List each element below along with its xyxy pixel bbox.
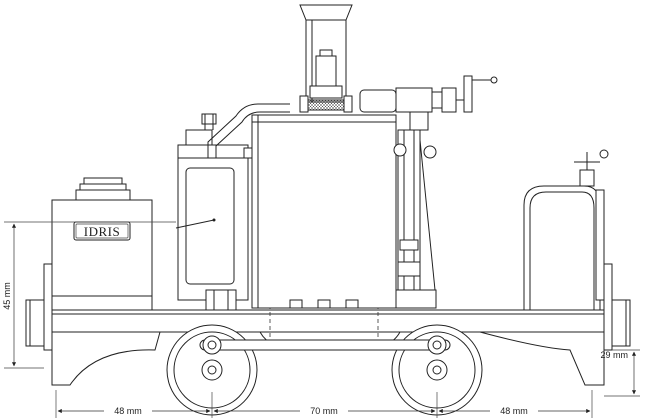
nameplate: IDRIS bbox=[73, 221, 131, 241]
dimension-rear-overhang: 48 mm bbox=[438, 405, 591, 417]
dimension-buffer-height: 29 mm bbox=[600, 350, 637, 395]
dimension-front-overhang: 48 mm bbox=[57, 405, 211, 417]
steam-pipe bbox=[207, 103, 290, 158]
coupling-rod bbox=[199, 335, 451, 355]
dimension-wheelbase: 70 mm bbox=[213, 405, 436, 417]
dimension-label-buffer-height: 29 mm bbox=[600, 350, 628, 360]
rear-handrail bbox=[523, 149, 609, 310]
dimension-label-front-overhang: 48 mm bbox=[114, 406, 142, 416]
cab-block bbox=[251, 114, 397, 309]
reference-lines bbox=[4, 218, 640, 418]
front-bonnet bbox=[51, 177, 153, 311]
dimension-body-height: 45 mm bbox=[2, 223, 17, 367]
nameplate-text: IDRIS bbox=[84, 224, 120, 239]
steam-dome bbox=[299, 49, 353, 113]
dimension-label-body-height: 45 mm bbox=[2, 282, 12, 310]
boiler-tank bbox=[177, 113, 253, 311]
reverser-column bbox=[393, 129, 437, 309]
dimension-label-wheelbase: 70 mm bbox=[310, 406, 338, 416]
regulator-assembly bbox=[359, 75, 498, 131]
dimension-label-rear-overhang: 48 mm bbox=[500, 406, 528, 416]
front-buffer-beam bbox=[25, 263, 53, 351]
rear-buffer-beam bbox=[603, 263, 631, 351]
